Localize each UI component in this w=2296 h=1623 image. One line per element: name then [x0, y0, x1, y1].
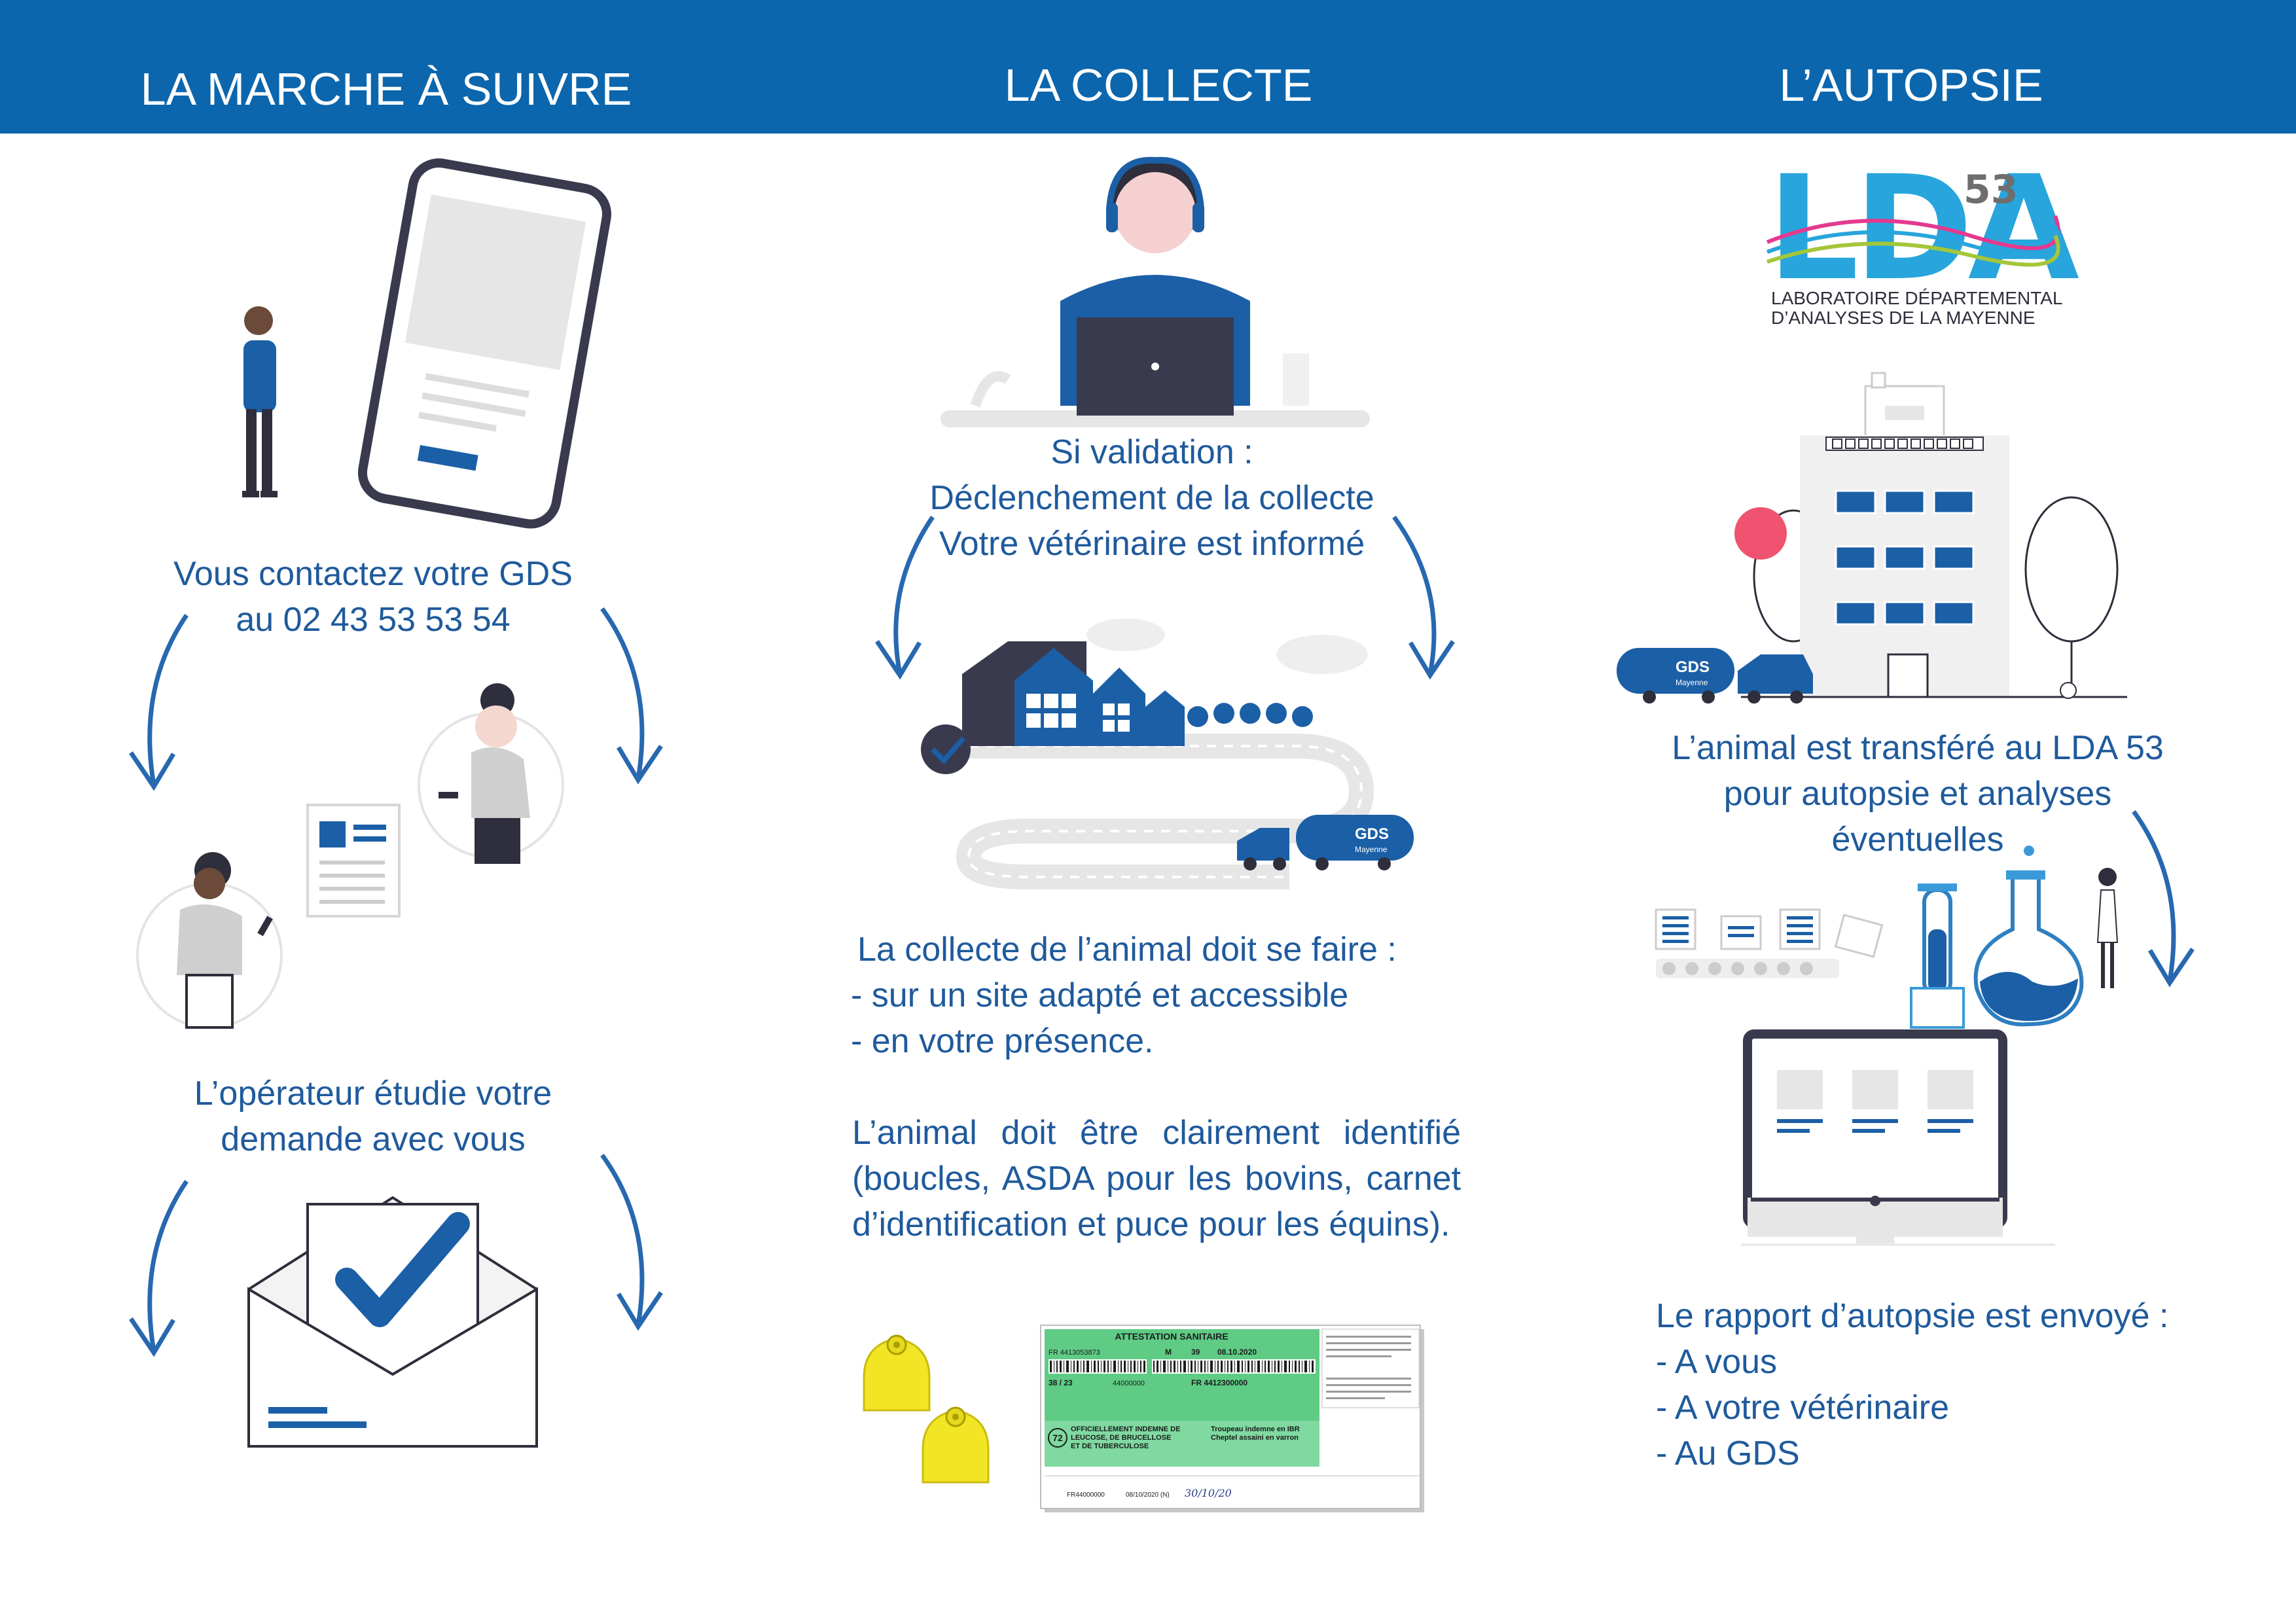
arrow-right-icon [600, 607, 663, 785]
report-item1: - A vous [1656, 1343, 1777, 1381]
report-item2: - A votre vétérinaire [1656, 1389, 1949, 1427]
col2-title: LA COLLECTE [1004, 60, 1313, 111]
cert-status4: Troupeau indemne en IBR [1211, 1425, 1300, 1433]
cert-code2: 44000000 [1113, 1380, 1145, 1387]
phone-illustration [242, 158, 611, 529]
logo-number: 53 [1964, 167, 2018, 213]
cert-box-num: 72 [1052, 1433, 1063, 1443]
cert-id1: FR 4413053873 [1049, 1349, 1100, 1357]
cert-row-date: 08/10/2020 (N) [1126, 1491, 1170, 1499]
arrow-left-icon [129, 1180, 188, 1357]
collect-item1: - sur un site adapté et accessible [851, 976, 1349, 1014]
cert-row-label: FR44000000 [1067, 1491, 1105, 1499]
health-certificate: ATTESTATION SANITAIRE FR 4413053873 M 39… [1040, 1325, 1424, 1512]
report-intro: Le rapport d’autopsie est envoyé : [1656, 1297, 2169, 1335]
cert-status3: ET DE TUBERCULOSE [1071, 1442, 1149, 1450]
contact-phone: au 02 43 53 53 54 [236, 601, 511, 639]
monitor-report-icon [1741, 1029, 2055, 1246]
van-sub: Mayenne [1355, 845, 1388, 854]
transfer-line1: L’animal est transféré au LDA 53 [1672, 729, 2164, 767]
cert-handwritten: 30/10/20 [1185, 1487, 1232, 1499]
contact-line1: Vous contactez votre GDS [173, 555, 573, 593]
cert-code3: FR 4412300000 [1191, 1378, 1247, 1387]
laboratory-building: GDS Mayenne [1617, 372, 2127, 704]
logo-line2: D’ANALYSES DE LA MAYENNE [1771, 308, 2036, 328]
ear-tag-icon [863, 1334, 990, 1484]
arrow-left-icon [875, 516, 935, 680]
arrow-right-icon [600, 1153, 663, 1331]
collect-intro: La collecte de l’animal doit se faire : [857, 931, 1397, 969]
cert-title: ATTESTATION SANITAIRE [1115, 1331, 1228, 1342]
col1-title: LA MARCHE À SUIVRE [140, 63, 632, 115]
arrow-right-icon [2132, 810, 2195, 988]
cert-status1: OFFICIELLEMENT INDEMNE DE [1071, 1425, 1180, 1433]
cert-code1: 38 / 23 [1049, 1378, 1073, 1387]
lda53-logo: LDA 53 LABORATOIRE DÉPARTEMENTAL D’ANALY… [1766, 145, 2085, 328]
lab-analysis-illustration [1655, 846, 2119, 1029]
collect-item2: - en votre présence. [851, 1022, 1154, 1060]
report-item3: - Au GDS [1656, 1435, 1800, 1472]
identify-text: L’animal doit être clairement identifié … [852, 1114, 1461, 1243]
cert-status5: Cheptel assaini en varron [1211, 1434, 1299, 1442]
operator-line2: demande avec vous [221, 1120, 526, 1158]
cert-date: 08.10.2020 [1217, 1347, 1257, 1357]
envelope-check-icon [247, 1196, 538, 1448]
van-sub: Mayenne [1676, 678, 1708, 687]
cert-id3: 39 [1191, 1347, 1200, 1357]
header-bar: LA MARCHE À SUIVRE LA COLLECTE L’AUTOPSI… [0, 0, 2296, 134]
validation-line3: Votre vétérinaire est informé [939, 525, 1365, 563]
transfer-line3: éventuelles [1831, 821, 2004, 859]
cert-id2: M [1165, 1347, 1172, 1357]
col3-title: L’AUTOPSIE [1779, 60, 2043, 111]
arrow-left-icon [129, 614, 188, 791]
logo-line1: LABORATOIRE DÉPARTEMENTAL [1771, 288, 2063, 308]
village-road-illustration: GDS Mayenne [921, 618, 1414, 889]
validation-line1: Si validation : [1050, 433, 1253, 471]
conversation-illustration [136, 683, 564, 1029]
arrow-right-icon [1392, 515, 1455, 680]
van-label: GDS [1355, 825, 1389, 843]
transfer-line2: pour autopsie et analyses [1723, 775, 2112, 813]
operator-illustration [941, 156, 1370, 427]
cert-status2: LEUCOSE, DE BRUCELLOSE [1071, 1434, 1171, 1442]
operator-line1: L’opérateur étudie votre [194, 1075, 552, 1113]
logo-text: LDA [1767, 145, 2079, 312]
validation-line2: Déclenchement de la collecte [929, 479, 1374, 517]
van-label: GDS [1676, 658, 1710, 676]
